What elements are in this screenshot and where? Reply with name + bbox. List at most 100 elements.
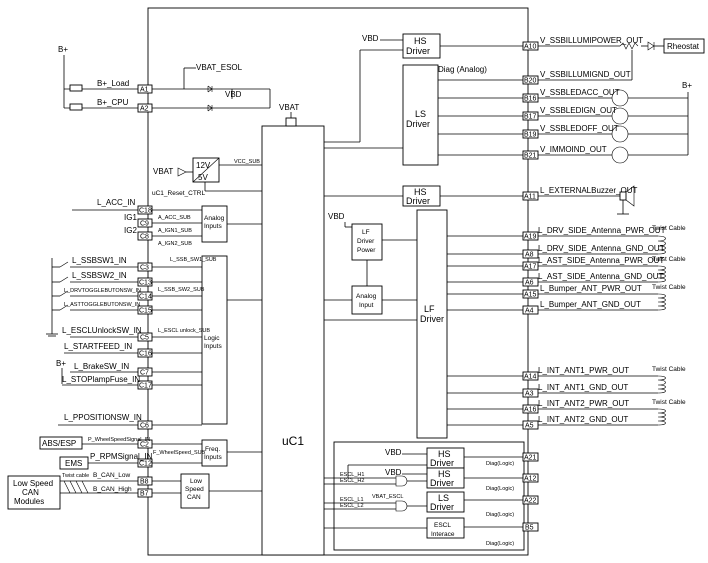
svg-text:Diag(Logic): Diag(Logic) xyxy=(486,486,514,492)
svg-text:V_SSBLEDIGN_OUT: V_SSBLEDIGN_OUT xyxy=(540,106,617,115)
svg-text:CAN: CAN xyxy=(22,488,39,497)
svg-text:L_AST_SIDE_Antenna_PWR_OUT: L_AST_SIDE_Antenna_PWR_OUT xyxy=(538,256,664,265)
signal-can-low: B_CAN_Low xyxy=(93,472,131,479)
pin-A22: A22 xyxy=(522,495,539,505)
svg-text:EMS: EMS xyxy=(65,459,82,468)
svg-text:Driver: Driver xyxy=(430,458,454,468)
svg-text:V_SSBILLUMIPOWER_OUT: V_SSBILLUMIPOWER_OUT xyxy=(540,36,643,45)
bplus-label-right: B+ xyxy=(682,81,692,90)
svg-text:V_SSBLEDACC_OUT: V_SSBLEDACC_OUT xyxy=(540,88,620,97)
analog-inputs-block xyxy=(201,205,228,243)
vbat-esol-label: VBAT_ESOL xyxy=(196,63,243,72)
svg-text:Speed: Speed xyxy=(185,486,204,493)
low-speed-can-block xyxy=(180,473,210,509)
twist-cable-2: Twist Cable xyxy=(652,256,686,263)
signal-escl-unlock: L_ESCLUnlockSW_IN xyxy=(62,326,142,335)
svg-text:L_INT_ANT2_GND_OUT: L_INT_ANT2_GND_OUT xyxy=(538,415,628,424)
svg-text:L_INT_ANT1_PWR_OUT: L_INT_ANT1_PWR_OUT xyxy=(538,366,629,375)
pin-A10: A10 xyxy=(522,41,539,51)
svg-text:C14: C14 xyxy=(139,294,152,301)
ls-driver-top xyxy=(402,64,439,166)
svg-text:C18: C18 xyxy=(139,208,152,215)
svg-text:C15: C15 xyxy=(139,308,152,315)
svg-text:C3: C3 xyxy=(140,265,149,272)
pin-C16: C16 xyxy=(137,348,153,358)
svg-text:A15: A15 xyxy=(524,292,537,299)
bplus-label-brake: B+ xyxy=(56,359,66,368)
ls-driver-esc xyxy=(426,491,465,513)
uc1-label: uC1 xyxy=(282,434,304,448)
svg-text:Diag(Logic): Diag(Logic) xyxy=(486,512,514,518)
svg-text:L_SSB_SW2_SUB: L_SSB_SW2_SUB xyxy=(158,287,205,293)
svg-text:Diag(Logic): Diag(Logic) xyxy=(486,461,514,467)
antenna-coils xyxy=(657,235,666,426)
svg-text:V_SSBLEDOFF_OUT: V_SSBLEDOFF_OUT xyxy=(540,124,619,133)
svg-text:B16: B16 xyxy=(524,96,537,103)
svg-text:B7: B7 xyxy=(140,491,149,498)
pin-C3: C3 xyxy=(137,262,153,272)
svg-text:ESCL_H1: ESCL_H1 xyxy=(340,472,364,478)
svg-text:Driver: Driver xyxy=(430,478,454,488)
signal-bplus-cpu: B+_CPU xyxy=(97,98,129,107)
vcc-sub-label: VCC_SUB xyxy=(234,159,260,165)
lf-driver xyxy=(416,209,448,439)
twist-cable-3: Twist Cable xyxy=(652,284,686,291)
analog-input-lf xyxy=(351,285,383,315)
svg-text:C9: C9 xyxy=(140,221,149,228)
svg-text:A1: A1 xyxy=(140,87,149,94)
pin-A14: A14 xyxy=(522,371,539,381)
signal-ssbsw1: L_SSBSW1_IN xyxy=(72,256,127,265)
svg-text:Driver: Driver xyxy=(430,502,454,512)
svg-text:ESCL_L2: ESCL_L2 xyxy=(340,503,364,509)
svg-text:C6: C6 xyxy=(140,423,149,430)
signal-ig2: IG2 xyxy=(124,226,137,235)
svg-text:Logic: Logic xyxy=(204,335,220,342)
svg-text:HS: HS xyxy=(414,36,427,46)
svg-text:A_IGN1_SUB: A_IGN1_SUB xyxy=(158,228,192,234)
svg-text:Low: Low xyxy=(190,478,202,485)
pin-B20: B20 xyxy=(522,75,539,85)
svg-text:A17: A17 xyxy=(524,264,537,271)
svg-text:LF: LF xyxy=(424,304,435,314)
pin-A15: A15 xyxy=(522,289,539,299)
svg-text:A8: A8 xyxy=(525,252,534,259)
svg-text:B21: B21 xyxy=(524,153,537,160)
svg-text:C12: C12 xyxy=(139,461,152,468)
reg-12v: 12V xyxy=(196,161,211,170)
svg-text:Low Speed: Low Speed xyxy=(13,479,53,488)
signal-startfeed: L_STARTFEED_IN xyxy=(64,342,132,351)
twist-cable-4: Twist Cable xyxy=(652,366,686,373)
vbd-label-left: VBD xyxy=(225,90,242,99)
diag-analog-label: Diag (Analog) xyxy=(438,65,487,74)
pin-A11: A11 xyxy=(522,191,539,201)
svg-text:Driver: Driver xyxy=(420,314,444,324)
svg-text:L_EXTERNALBuzzer_OUT: L_EXTERNALBuzzer_OUT xyxy=(540,186,637,195)
svg-text:A2: A2 xyxy=(140,106,149,113)
svg-text:L_DRV_SIDE_Antenna_GND_OUT: L_DRV_SIDE_Antenna_GND_OUT xyxy=(538,244,665,253)
svg-text:C13: C13 xyxy=(139,280,152,287)
svg-text:ABS/ESP: ABS/ESP xyxy=(42,439,76,448)
svg-text:L_INT_ANT2_PWR_OUT: L_INT_ANT2_PWR_OUT xyxy=(538,399,629,408)
svg-text:L_SSB_SW1_SUB: L_SSB_SW1_SUB xyxy=(170,257,217,263)
pin-A12: A12 xyxy=(522,473,539,483)
svg-text:L_INT_ANT1_GND_OUT: L_INT_ANT1_GND_OUT xyxy=(538,383,628,392)
abs-esp-box xyxy=(39,436,83,450)
pin-A17: A17 xyxy=(522,261,539,271)
svg-text:V_IMMOIND_OUT: V_IMMOIND_OUT xyxy=(540,145,607,154)
svg-text:HS: HS xyxy=(438,469,451,479)
lf-driver-power xyxy=(351,223,383,261)
svg-text:CAN: CAN xyxy=(187,494,201,501)
svg-text:HS: HS xyxy=(438,449,451,459)
pin-C18: C18 xyxy=(137,205,153,215)
svg-text:Modules: Modules xyxy=(14,497,44,506)
rheostat-box xyxy=(663,38,705,54)
svg-text:ESCL: ESCL xyxy=(434,522,451,529)
svg-text:HS: HS xyxy=(414,187,427,197)
svg-text:B20: B20 xyxy=(524,78,537,85)
signal-pposition: L_PPOSITIONSW_IN xyxy=(64,413,142,422)
svg-text:Inputs: Inputs xyxy=(204,343,222,350)
svg-text:LS: LS xyxy=(438,493,449,503)
svg-text:A10: A10 xyxy=(524,44,537,51)
pin-A4: A4 xyxy=(522,305,539,315)
lf-output-lines xyxy=(447,235,523,426)
